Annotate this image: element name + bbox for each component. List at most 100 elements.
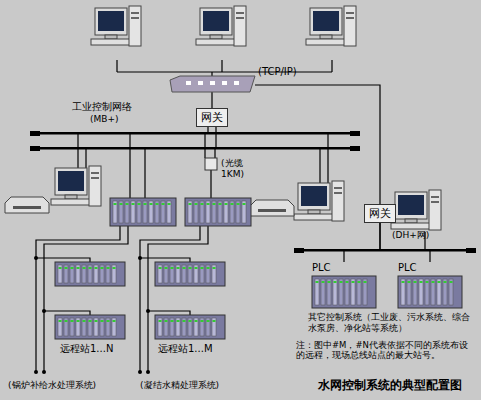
rack-module	[425, 279, 429, 305]
monitor-stand	[105, 35, 117, 39]
rack-module	[327, 279, 331, 305]
annotation-label: 其它控制系统（工业废、污水系统、综合水泵房、净化站等系统）	[308, 312, 474, 334]
printer-body	[250, 200, 294, 216]
status-led	[183, 320, 186, 322]
hub-body	[170, 76, 255, 92]
status-led	[71, 320, 74, 322]
tower	[344, 6, 356, 46]
hub	[170, 76, 255, 92]
rack-module	[194, 201, 198, 223]
rack-module	[188, 265, 192, 283]
status-led	[95, 320, 98, 322]
status-led	[201, 267, 204, 269]
status-led	[171, 320, 174, 322]
screen	[98, 11, 124, 31]
rack-module	[106, 265, 110, 283]
rack-module	[188, 318, 192, 336]
rack-module	[200, 318, 204, 336]
rack-frame	[110, 198, 176, 226]
rack-module	[158, 265, 162, 283]
status-led	[328, 281, 331, 283]
rack-module	[206, 318, 210, 336]
keyboard	[391, 223, 431, 229]
status-led	[213, 267, 216, 269]
drive-slot	[236, 12, 244, 14]
rack-module	[137, 201, 141, 223]
rack-module	[125, 201, 129, 223]
rack-module	[170, 265, 174, 283]
hub-port	[234, 81, 239, 85]
network-connector	[380, 223, 430, 263]
rack-module	[339, 279, 343, 305]
gateway-box: 网关	[196, 108, 228, 127]
rack-module	[321, 279, 325, 305]
status-led	[450, 281, 453, 283]
plc-box: PLC	[312, 262, 376, 308]
plc-rack	[110, 198, 176, 226]
status-led	[113, 267, 116, 269]
status-led	[219, 203, 222, 205]
keyboard	[51, 199, 91, 205]
plc-rack	[185, 198, 251, 226]
status-led	[195, 320, 198, 322]
monitor-stand	[308, 210, 320, 214]
rack-module	[170, 318, 174, 336]
plc-rack	[55, 262, 125, 286]
rack-module	[64, 318, 68, 336]
status-led	[83, 267, 86, 269]
drive-slot	[91, 177, 99, 179]
rack-frame	[312, 276, 376, 308]
rack-module	[212, 265, 216, 283]
equipment	[5, 6, 462, 339]
screen	[203, 11, 229, 31]
rack-module	[200, 265, 204, 283]
rack-frame	[185, 198, 251, 226]
bus-end	[350, 131, 360, 136]
status-led	[201, 203, 204, 205]
rack-module	[333, 279, 337, 305]
monitor-stand	[210, 35, 222, 39]
hub-port	[186, 81, 191, 85]
rack-module	[206, 265, 210, 283]
status-led	[408, 281, 411, 283]
status-led	[77, 267, 80, 269]
monitor	[200, 8, 232, 35]
rack-module	[94, 318, 98, 336]
status-led	[59, 267, 62, 269]
rack-module	[437, 279, 441, 305]
gateway-label: 网关	[369, 206, 391, 221]
status-led	[65, 320, 68, 322]
bus-end	[30, 146, 40, 151]
rack-module	[206, 201, 210, 223]
status-led	[195, 267, 198, 269]
status-led	[213, 203, 216, 205]
rack-frame	[155, 262, 225, 286]
status-led	[207, 267, 210, 269]
status-led	[89, 320, 92, 322]
rack-module	[155, 201, 159, 223]
status-led	[138, 203, 141, 205]
keyboard	[306, 39, 346, 45]
status-led	[420, 281, 423, 283]
drive-slot	[131, 12, 139, 14]
computer-icon	[196, 6, 246, 46]
rack-module	[413, 279, 417, 305]
rack-module	[212, 201, 216, 223]
annotation-label: (凝结水精处理系统)	[140, 380, 219, 391]
rack-module	[242, 201, 246, 223]
status-led	[316, 281, 319, 283]
drive-slot	[334, 187, 342, 189]
screen	[58, 171, 84, 191]
rack-module	[88, 265, 92, 283]
status-led	[126, 203, 129, 205]
diagram-title: 水网控制系统的典型配置图	[318, 378, 462, 392]
computer-icon	[294, 181, 344, 221]
annotation-label: 注：图中#M，#N代表依据不同的系统布设的远程，现场总线站点的最大站号。	[296, 340, 476, 360]
status-led	[156, 203, 159, 205]
plc-rack	[312, 276, 376, 308]
rack-module	[76, 265, 80, 283]
status-led	[364, 281, 367, 283]
status-led	[340, 281, 343, 283]
hub-port	[222, 81, 227, 85]
status-led	[207, 320, 210, 322]
